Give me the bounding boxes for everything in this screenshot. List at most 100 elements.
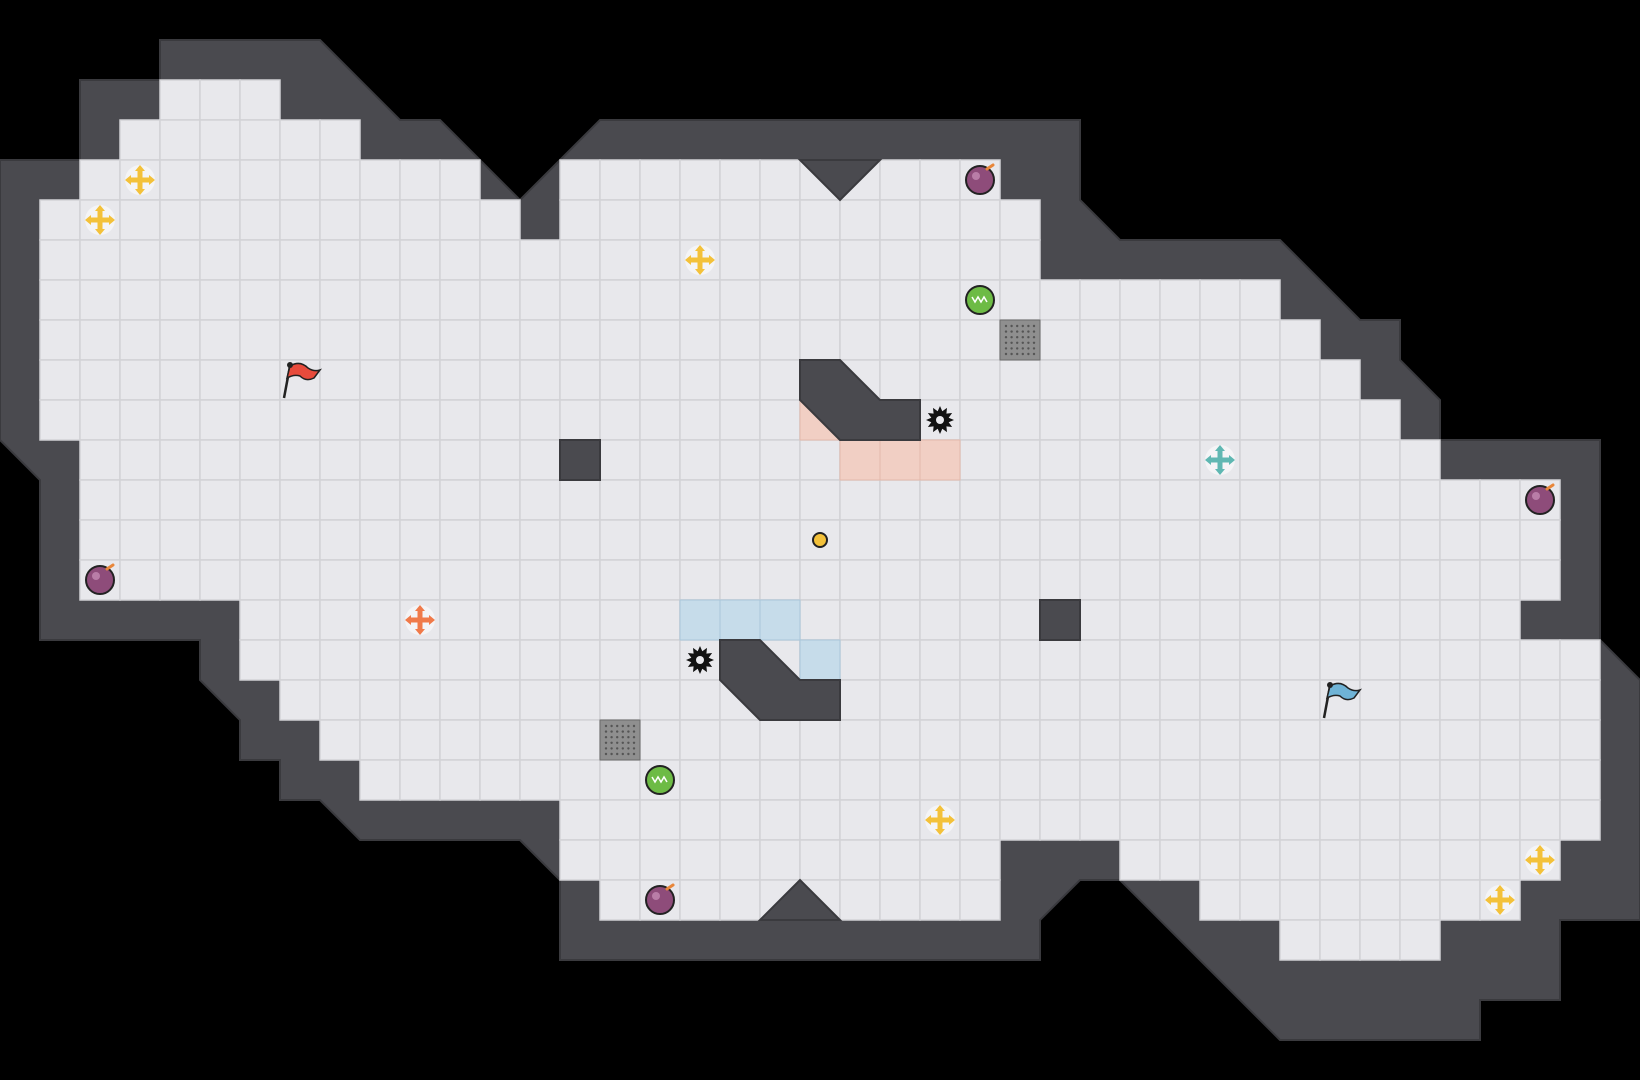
floor-tile [359,519,401,561]
floor-tile [199,439,241,481]
floor-tile [1199,679,1241,721]
floor-tile [1359,799,1401,841]
floor-tile [719,399,761,441]
floor-tile [1439,799,1481,841]
floor-tile [79,319,121,361]
floor-tile [1279,559,1321,601]
floor-tile [1159,399,1201,441]
floor-tile [1159,599,1201,641]
floor-tile [519,559,561,601]
floor-tile [719,799,761,841]
floor-tile [159,199,201,241]
floor-tile [39,279,81,321]
spikes [686,406,954,674]
floor-tile [159,399,201,441]
floor-tile [1199,759,1241,801]
floor-tile [839,559,881,601]
gate-icon [599,719,641,761]
floor-tile [1399,759,1441,801]
floor-tile [199,359,241,401]
floor-tile [279,599,321,641]
floor-tile [879,719,921,761]
floor-tile [919,479,961,521]
floor-tile [319,199,361,241]
floor-tile [479,439,521,481]
floor-tile [239,639,281,681]
floor-tile [639,319,681,361]
floor-tile [39,319,81,361]
floor-tile [1159,279,1201,321]
floor-tile [1239,839,1281,881]
floor-tile [639,799,681,841]
floor-tile [679,799,721,841]
floor-tile [119,519,161,561]
floor-tile [919,759,961,801]
floor-tile [119,199,161,241]
floor-tile [679,319,721,361]
floor-tile [959,679,1001,721]
floor-tile [1199,519,1241,561]
floor-tile [359,279,401,321]
floor-tile [199,399,241,441]
floor-tile [1439,519,1481,561]
floor-tile [479,199,521,241]
flags [282,362,1363,719]
floor-tile [679,519,721,561]
floor-tile [1079,359,1121,401]
inner-block-left [559,439,601,481]
boosts [85,165,1555,915]
bombs [85,163,1555,915]
blue-zone-tile [679,599,721,641]
floor-tile [1559,799,1601,841]
floor-tile [199,239,241,281]
floor-tile [439,599,481,641]
floor-tile [279,559,321,601]
floor-tile [839,679,881,721]
floor-tile [639,199,681,241]
floor-tile [919,879,961,921]
floor-tile [799,479,841,521]
floor-tile [839,239,881,281]
floor-tile [1039,759,1081,801]
floor-tile [119,359,161,401]
floor-tile [999,439,1041,481]
floor-tile [999,639,1041,681]
floor-tile [1439,599,1481,641]
floor-tile [159,439,201,481]
floor-tile [719,439,761,481]
floor-tile [1079,399,1121,441]
floor-tile [1119,399,1161,441]
floor-tile [239,559,281,601]
floor-tile [879,679,921,721]
floor-tile [519,479,561,521]
inner-wall-bottom [719,639,841,721]
floor-tile [359,239,401,281]
floor-tile [1199,359,1241,401]
floor-tile [799,599,841,641]
floor-tile [1079,279,1121,321]
floor-tile [1159,719,1201,761]
floor-tile [399,639,441,681]
floor-tile [999,799,1041,841]
floor-tile [1359,599,1401,641]
floor-tile [959,359,1001,401]
floor-tile [639,639,681,681]
floor-tile [319,519,361,561]
floor-tile [1119,559,1161,601]
floor-tile [399,239,441,281]
floor-tile [599,799,641,841]
floor-tile [1399,439,1441,481]
floor-tile [1319,519,1361,561]
blue-flag-icon [1322,682,1363,719]
floor-tile [1239,479,1281,521]
floor-tile [1359,519,1401,561]
floor-tile [559,639,601,681]
floor-tile [1479,559,1521,601]
floor-tile [639,239,681,281]
gates [599,319,1041,761]
floor-tile [959,199,1001,241]
floor-tile [879,159,921,201]
floor-tile [639,399,681,441]
red-zone-tile [839,439,881,481]
floor-tile [999,279,1041,321]
